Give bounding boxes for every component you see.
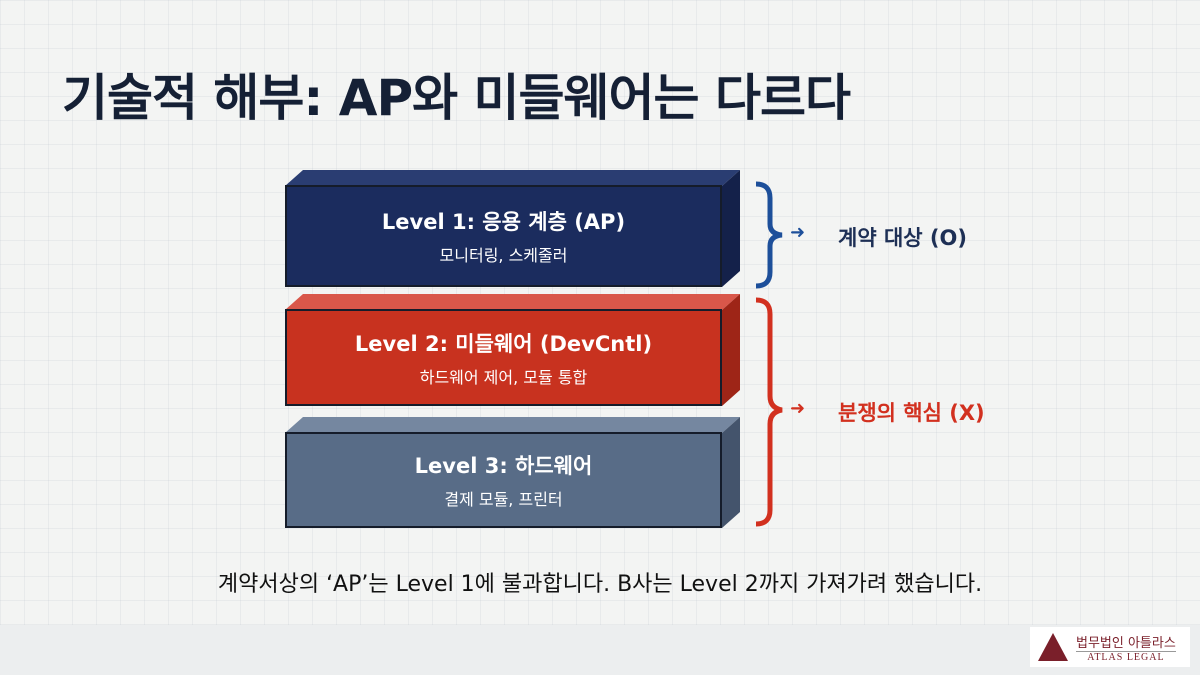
logo: 법무법인 아틀라스 ATLAS LEGAL (1030, 627, 1190, 667)
level-1-heading: Level 1: 응용 계층 (AP) (381, 210, 626, 234)
level-3-sub: 결제 모듈, 프린터 (444, 490, 563, 509)
level-1-sub: 모니터링, 스케줄러 (439, 246, 568, 265)
arrow-right-icon: ➜ (790, 398, 806, 419)
level-2-heading: Level 2: 미들웨어 (DevCntl) (354, 331, 653, 356)
level-3-block: Level 3: 하드웨어 결제 모듈, 프린터 (285, 417, 740, 528)
level-3-heading: Level 3: 하드웨어 (414, 454, 593, 478)
dispute-label: 분쟁의 핵심 (X) (838, 401, 985, 425)
blue-brace (755, 181, 783, 289)
level-2-sub: 하드웨어 제어, 모듈 통합 (419, 367, 588, 387)
level-1-block: Level 1: 응용 계층 (AP) 모니터링, 스케줄러 (285, 170, 740, 287)
footer-band (0, 625, 1200, 675)
level-2-block: Level 2: 미들웨어 (DevCntl) 하드웨어 제어, 모듈 통합 (285, 294, 740, 406)
caption: 계약서상의 ‘AP’는 Level 1에 불과합니다. B사는 Level 2까… (217, 572, 983, 597)
arrow-right-icon: ➜ (790, 222, 806, 243)
red-brace (755, 297, 783, 527)
logo-korean: 법무법인 아틀라스 (1076, 632, 1176, 652)
logo-english: ATLAS LEGAL (1087, 651, 1165, 663)
contract-label: 계약 대상 (O) (838, 226, 967, 250)
logo-triangle-icon (1038, 633, 1068, 661)
slide-title: 기술적 해부: AP와 미들웨어는 다르다 (62, 69, 851, 127)
